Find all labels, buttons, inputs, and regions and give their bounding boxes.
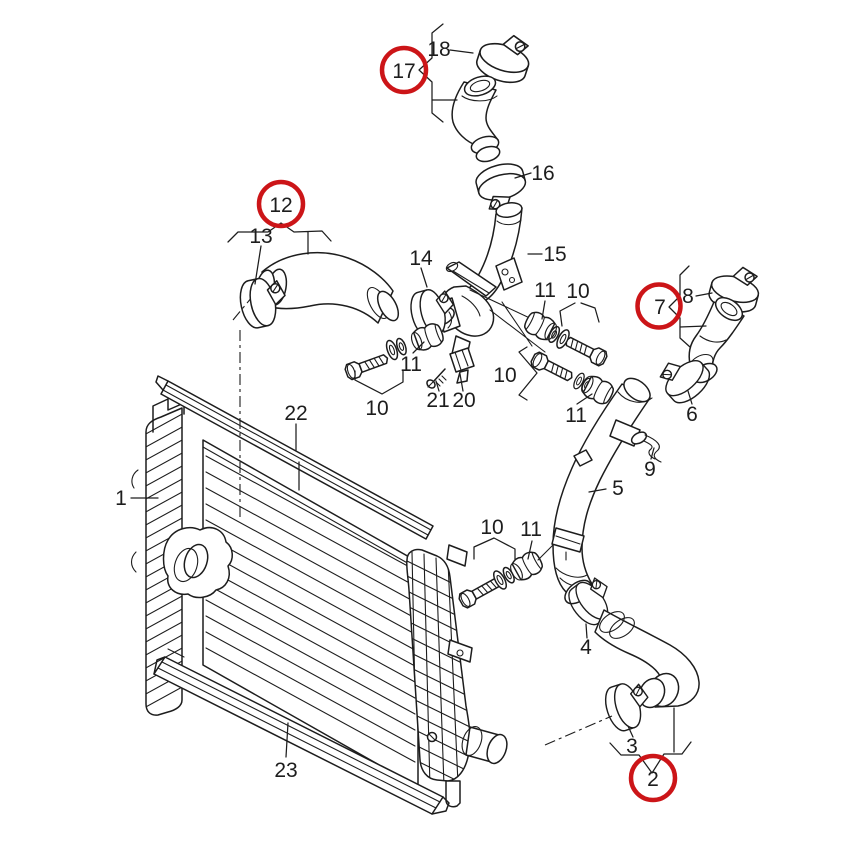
pipe-5-bracket: [551, 527, 585, 561]
callout-11-d[interactable]: 11: [520, 518, 542, 541]
trim-strip-bottom: [153, 648, 450, 815]
callout-9[interactable]: 9: [644, 458, 656, 481]
core-fins: [205, 455, 416, 763]
callout-leaders: [130, 23, 713, 774]
pipe-5-clip: [573, 449, 593, 467]
highlight-circle-2[interactable]: [628, 753, 678, 803]
tank-upper-tab: [446, 544, 468, 567]
callout-17[interactable]: 17: [392, 60, 415, 83]
intercooler-illustration: [130, 398, 508, 808]
tank-side-tab: [447, 639, 473, 663]
highlight-circle-12[interactable]: [256, 179, 306, 229]
callout-5[interactable]: 5: [612, 477, 624, 500]
callout-7[interactable]: 7: [654, 296, 666, 319]
callout-6[interactable]: 6: [686, 403, 698, 426]
fastener-set-left: [343, 320, 447, 382]
callout-21[interactable]: 21: [426, 389, 449, 412]
central-elbow-assembly: [405, 257, 546, 389]
callout-13[interactable]: 13: [249, 225, 272, 248]
right-charge-hose: [652, 259, 765, 410]
callout-11-c[interactable]: 11: [400, 353, 422, 376]
callout-8[interactable]: 8: [682, 285, 694, 308]
vent-pipe-9: [643, 434, 662, 463]
callout-10-b[interactable]: 10: [493, 364, 516, 387]
callout-1[interactable]: 1: [115, 487, 127, 510]
bolt-10-upper-right: [561, 332, 610, 368]
highlight-circle-7[interactable]: [635, 282, 683, 330]
callout-11-a[interactable]: 11: [534, 279, 556, 302]
callout-labels: 1 22 23 12 13 14 17 18 16 15 11 10 10 11…: [115, 38, 698, 791]
callout-12[interactable]: 12: [269, 194, 292, 217]
callout-22[interactable]: 22: [284, 402, 307, 425]
callout-15[interactable]: 15: [543, 243, 566, 266]
intercooler-outlet-port: [461, 726, 508, 765]
fastener-set-bottom: [456, 537, 561, 611]
left-charge-hose: [232, 252, 400, 520]
callout-2[interactable]: 2: [647, 768, 659, 791]
highlight-circle-17[interactable]: [379, 45, 429, 95]
callout-10-d[interactable]: 10: [480, 516, 503, 539]
mount-plate: [495, 257, 523, 291]
lower-charge-hose: [544, 570, 700, 746]
intercooler-right-tank: [406, 548, 471, 782]
callout-3[interactable]: 3: [626, 735, 638, 758]
callout-14[interactable]: 14: [409, 247, 433, 270]
callout-4[interactable]: 4: [580, 636, 592, 659]
bolt-10-mid-right: [528, 350, 577, 386]
callout-16[interactable]: 16: [531, 162, 554, 185]
retainer-20: [449, 347, 475, 384]
callout-20[interactable]: 20: [452, 389, 475, 412]
trim-strip-top: [155, 375, 434, 540]
callout-23[interactable]: 23: [274, 759, 297, 782]
upper-charge-hose: [451, 26, 537, 217]
callout-11-b[interactable]: 11: [565, 404, 587, 427]
bolt-10-left: [343, 349, 391, 382]
callout-10-c[interactable]: 10: [365, 397, 388, 420]
callout-10-a[interactable]: 10: [566, 280, 589, 303]
tank-edge-bumps: [130, 469, 139, 573]
callout-18[interactable]: 18: [427, 38, 450, 61]
screw-21: [426, 368, 447, 389]
